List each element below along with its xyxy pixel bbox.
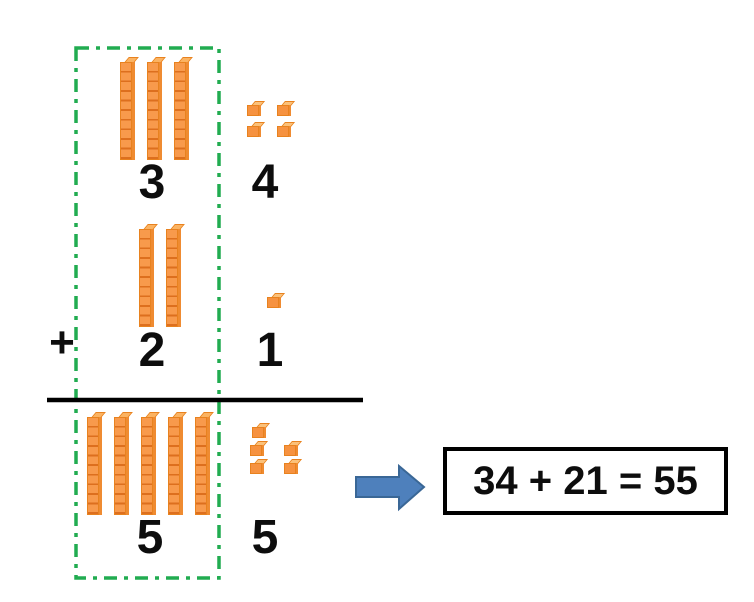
tens-rod-block [174,57,189,160]
tens-blocks-sum [87,412,210,515]
tens-digit-addend-1: 3 [138,156,166,209]
equation-result-box: 34 + 21 = 55 [443,447,728,515]
ones-blocks-addend-1 [247,101,293,141]
tens-blocks-addend-1 [120,57,189,160]
right-arrow-icon [355,463,426,512]
tens-rod-block [141,412,156,515]
ones-blocks-sum [248,423,300,478]
ones-cube-block [250,441,265,457]
ones-blocks-addend-2 [267,293,283,310]
ones-cube-block [277,101,292,117]
tens-rod-block [166,224,181,327]
tens-rod-block [120,57,135,160]
ones-cube-block [250,459,265,475]
tens-digit-sum: 5 [136,511,164,564]
ones-cube-block [247,101,262,117]
ones-cube-block [247,122,262,138]
tens-digit-addend-2: 2 [138,324,166,377]
ones-cube-block [277,122,292,138]
tens-rod-block [195,412,210,515]
ones-cube-block [284,459,299,475]
ones-digit-addend-2: 1 [256,324,284,377]
ones-digit-sum: 5 [251,511,279,564]
ones-cube-block [284,441,299,457]
tens-blocks-addend-2 [139,224,181,327]
ones-cube-block [267,293,282,309]
tens-rod-block [87,412,102,515]
equation-text: 34 + 21 = 55 [473,458,698,503]
plus-sign: + [49,318,75,367]
ones-digit-addend-1: 4 [251,156,279,209]
tens-rod-block [147,57,162,160]
tens-grouping-dashed-box [74,46,221,580]
tens-rod-block [168,412,183,515]
tens-rod-block [139,224,154,327]
ones-cube-block [252,423,267,439]
tens-rod-block [114,412,129,515]
